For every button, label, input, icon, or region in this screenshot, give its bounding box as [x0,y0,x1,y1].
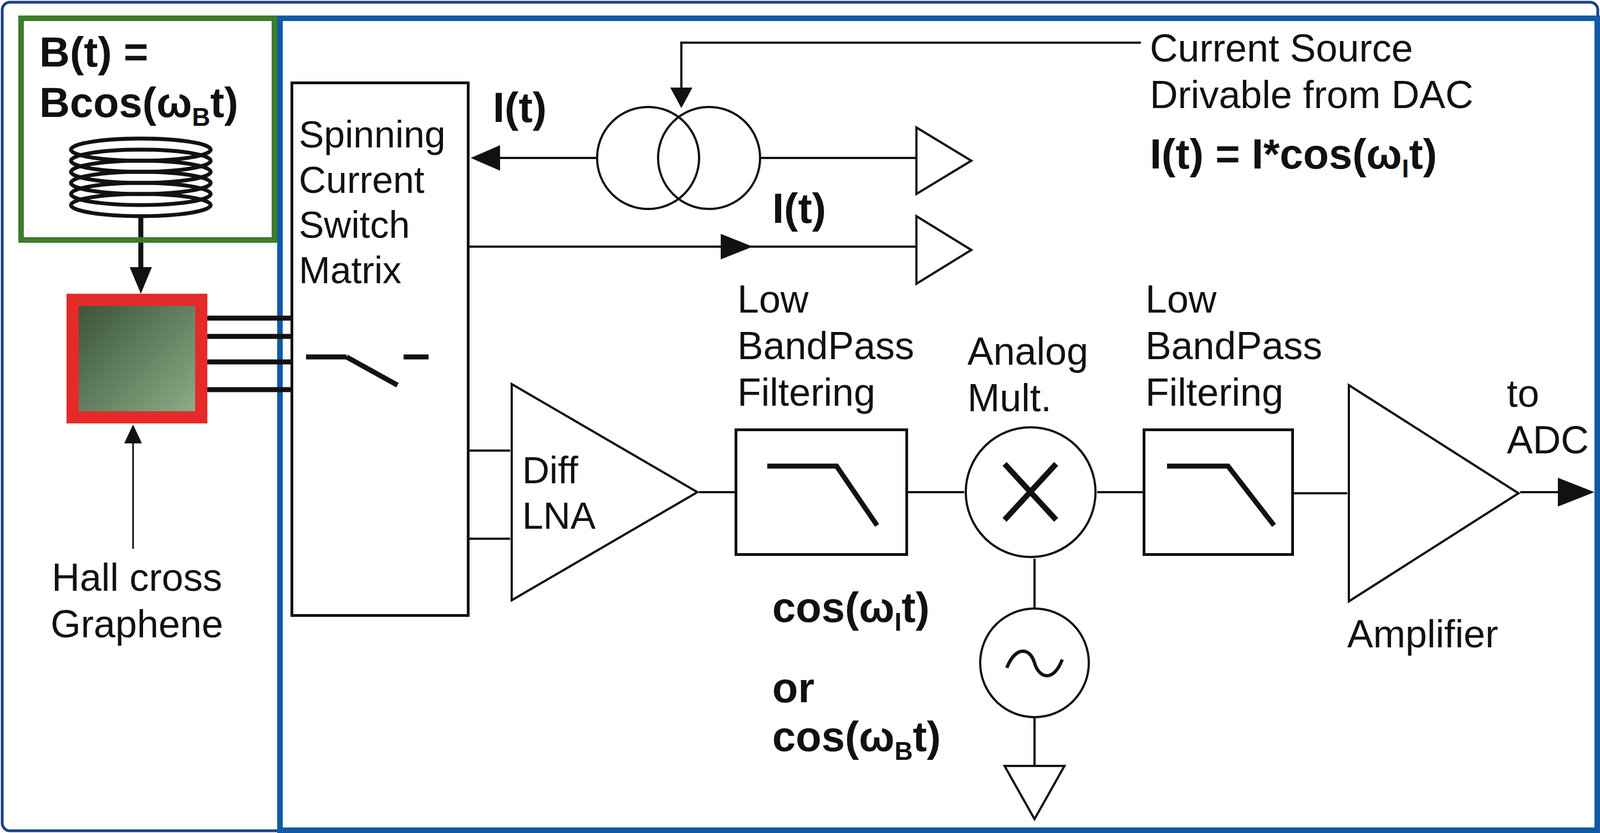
coil-winding [70,194,211,217]
current-wire [469,245,917,248]
source-circle [597,106,700,210]
note-word: or [772,662,815,713]
connector-line [699,491,735,494]
arrowhead [720,233,753,260]
node-label: Diff LNA [522,447,645,539]
source-circle [658,106,761,210]
oscillator-wire [1033,558,1036,609]
arrowhead [129,267,152,294]
connector [1293,493,1348,494]
connector-line [207,359,291,365]
node-label: Low BandPass Filtering [1145,276,1334,416]
arrowhead [670,87,693,109]
triangle-outline [511,384,698,601]
connector-line [207,387,291,393]
leader-line [132,441,135,549]
leader-arrowhead [124,424,142,444]
signal-name: I(t) [772,182,827,234]
coil-lead [138,216,144,241]
node-label: Spinning Current Switch Matrix [298,111,463,293]
switch-symbol [403,354,429,360]
oscillator [980,558,1089,820]
multiply-mark [1004,464,1057,521]
lowpass-filter: Low BandPass Filtering [1142,428,1294,557]
source-note: Current Source Drivable from DAC [1149,24,1494,119]
control-wire [681,42,1141,89]
arrowhead [470,145,501,171]
triangle-outline [1348,385,1519,602]
current-wire [760,156,917,160]
connector [908,492,965,493]
current-wire [498,156,598,160]
connector [129,242,152,294]
circuit-panel [279,18,1598,831]
terminal-triangle [916,216,972,284]
output-arrowhead [1557,477,1595,507]
output-label: to ADC [1506,370,1599,464]
connector-line [908,491,965,494]
connector [1097,492,1143,493]
connector-line [469,537,511,540]
shape-outline [1347,383,1521,604]
node-label: B(t) = Bcos(ωBt) [39,26,262,128]
coil-symbol [70,138,211,241]
terminal-triangle [916,127,972,195]
ground-wire [1033,717,1036,767]
connector [469,450,511,539]
current-source-symbol [469,42,1141,284]
node-label: Amplifier [1347,610,1525,658]
node-label: Low BandPass Filtering [737,276,926,416]
node-label: Hall cross Graphene [37,554,237,648]
signal-formula: I(t) = I*cos(ωIt) [1149,128,1438,180]
lowpass-symbol [767,466,878,526]
shape-outline [1142,428,1294,557]
shape-outline [964,425,1098,559]
connector-line [207,316,291,321]
connector [207,318,291,390]
lna-amplifier: Diff LNA [510,382,700,603]
connector-line [1293,492,1348,495]
connector-line [207,334,291,340]
circle-outline [965,427,1096,558]
shape-outline [510,382,700,603]
reference-signal: cos(ωBt) [772,711,941,762]
lowpass-filter: Low BandPass Filtering [734,428,909,557]
connector-line [469,449,511,452]
shape-outline [734,428,909,557]
multiply-mark [1004,464,1057,521]
switch-matrix-box: Spinning Current Switch Matrix [290,81,470,618]
signal-name: I(t) [492,82,547,133]
connector-line [1097,491,1143,494]
sine-symbol [1006,651,1063,676]
output-wire [1520,491,1564,494]
node-label: Analog Mult. [967,328,1134,422]
field-coil-box: B(t) = Bcos(ωBt) [18,15,278,243]
lowpass-symbol [1167,466,1275,526]
hall-cross-sensor: Hall cross Graphene [66,293,208,424]
analog-multiplier: Analog Mult. [964,425,1098,559]
oscillator-circle [980,608,1089,718]
output-amplifier: Amplifier [1347,383,1521,604]
reference-signal: cos(ωIt) [772,582,930,633]
switch-symbol [306,354,347,360]
connector [699,492,735,493]
switch-symbol [346,357,398,386]
ground-symbol [1004,766,1065,820]
